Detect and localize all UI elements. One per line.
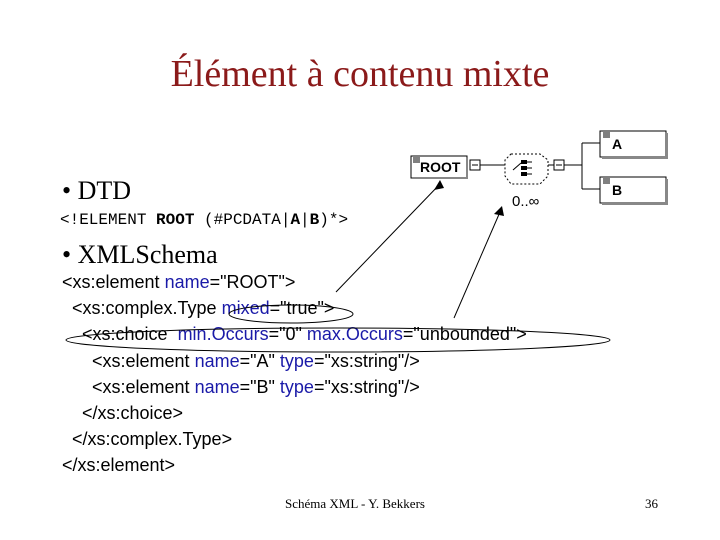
bullet-dtd: • DTD [62, 176, 132, 205]
code-text: ="A" [239, 350, 280, 371]
code-text: ="B" [239, 376, 280, 397]
code-line: <xs:element name="ROOT"> [62, 272, 295, 293]
collapse-icon [469, 159, 481, 171]
root-element-box: ROOT [410, 155, 468, 179]
code-text: ="ROOT"> [209, 272, 296, 292]
choice-highlight [65, 327, 611, 353]
b-label: B [612, 182, 622, 198]
code-line: <xs:element name="A" type="xs:string"/> [62, 351, 420, 372]
code-attribute: name [194, 350, 240, 371]
code-text: <xs:choice [62, 324, 178, 345]
element-a-box: A [599, 130, 668, 159]
code-text: </xs:element> [62, 455, 176, 476]
code-line: </xs:choice> [62, 403, 183, 424]
dtd-root: ROOT [156, 211, 195, 229]
dtd-pre: <!ELEMENT [60, 211, 157, 229]
dtd-declaration: <!ELEMENT ROOT (#PCDATA|A|B)*> [60, 211, 348, 229]
code-text: </xs:choice> [62, 403, 184, 423]
code-text: <xs:complex.Type [62, 298, 222, 319]
code-attribute: type [279, 350, 314, 371]
occurs-label: 0..∞ [512, 193, 540, 210]
code-text: ="true"> [269, 298, 335, 319]
dtd-mid: (#PCDATA| [194, 211, 291, 229]
mixed-highlight [228, 304, 354, 324]
annotation-arrows [335, 180, 504, 319]
dtd-post: )*> [319, 211, 349, 229]
code-line: </xs:complex.Type> [62, 429, 232, 450]
slide-title: Élément à contenu mixte [170, 53, 550, 95]
dtd-b: B [309, 211, 320, 229]
code-attribute: name [194, 376, 240, 397]
code-text: <xs:element [62, 350, 195, 371]
code-text: <xs:element [62, 272, 165, 292]
code-attribute: max.Occurs [306, 324, 403, 345]
root-label: ROOT [420, 159, 461, 175]
code-line: <xs:complex.Type mixed="true"> [62, 298, 334, 319]
dtd-sep: | [300, 211, 310, 229]
code-attribute: type [279, 376, 314, 397]
a-label: A [612, 136, 622, 152]
choice-compositor-icon [504, 153, 549, 185]
code-text: ="0" [268, 324, 307, 345]
code-text: ="unbounded"> [402, 324, 527, 345]
page-number: 36 [645, 496, 658, 511]
footer-author: Schéma XML - Y. Bekkers [285, 496, 425, 511]
code-text: </xs:complex.Type> [62, 429, 233, 450]
code-attribute: name [164, 272, 210, 292]
dtd-a: A [290, 211, 301, 229]
bullet-xmlschema: • XMLSchema [62, 240, 218, 269]
collapse-icon-2 [553, 159, 565, 171]
element-b-box: B [599, 176, 668, 205]
code-line: </xs:element> [62, 455, 175, 476]
code-line: <xs:element name="B" type="xs:string"/> [62, 377, 420, 398]
code-text: ="xs:string"/> [313, 376, 420, 397]
code-text: ="xs:string"/> [313, 350, 420, 371]
code-text: <xs:element [62, 376, 195, 397]
